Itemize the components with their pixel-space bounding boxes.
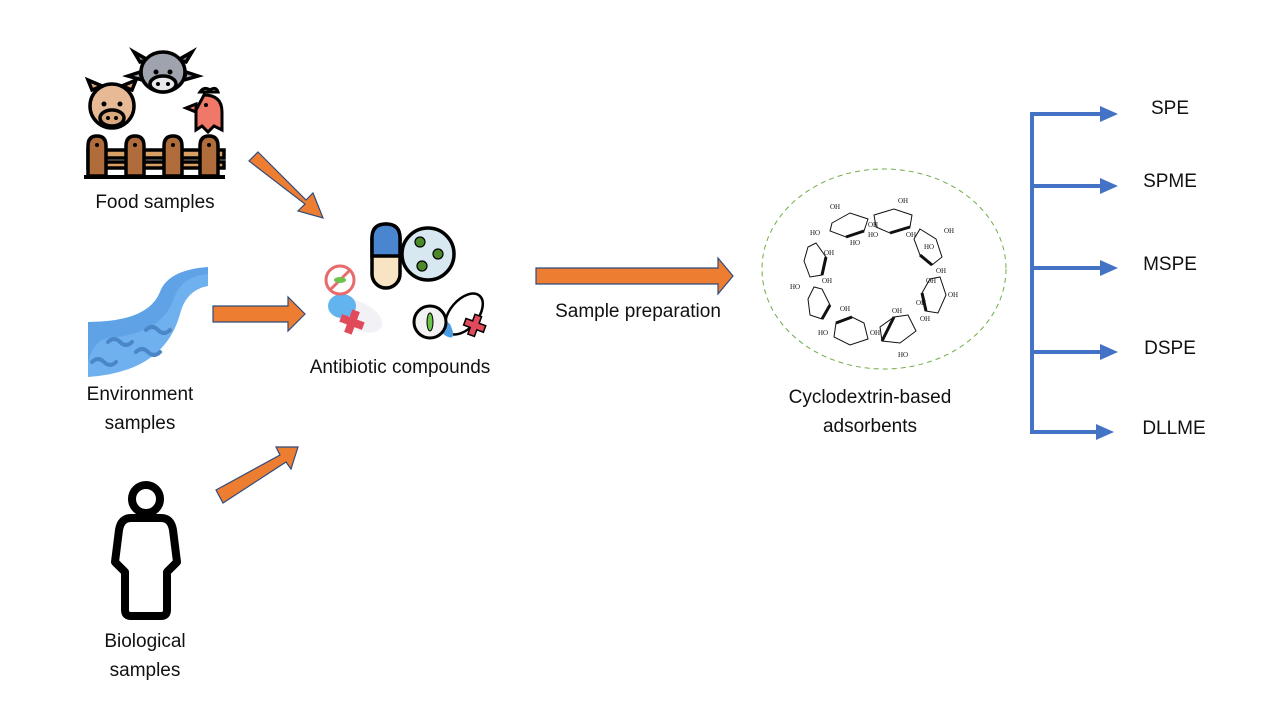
method-spe: SPE (1150, 98, 1190, 119)
person-icon (111, 481, 181, 620)
svg-text:HO: HO (810, 229, 820, 237)
river-icon (88, 267, 208, 377)
svg-text:OH: OH (840, 305, 850, 313)
svg-text:OH: OH (948, 291, 958, 299)
svg-text:HO: HO (868, 231, 878, 239)
sample-preparation-label: Sample preparation (555, 301, 721, 322)
svg-text:OH: OH (830, 203, 840, 211)
biological-samples-label: Biological samples (65, 627, 225, 685)
environment-label-line2: samples (104, 413, 176, 434)
svg-text:OH: OH (824, 249, 834, 257)
svg-text:HO: HO (790, 283, 800, 291)
cyclodextrin-label-line1: Cyclodextrin-based (788, 387, 952, 408)
svg-text:OH: OH (870, 329, 880, 337)
food-samples-label: Food samples (95, 192, 215, 213)
svg-text:OH: OH (822, 277, 832, 285)
svg-text:HO: HO (924, 243, 934, 251)
antibiotics-pills-icon (324, 222, 487, 340)
svg-text:OH: OH (916, 299, 926, 307)
method-dspe: DSPE (1144, 338, 1196, 359)
method-spme: SPME (1143, 171, 1197, 192)
svg-text:HO: HO (898, 351, 908, 359)
cyclodextrin-label-line2: adsorbents (822, 416, 917, 437)
svg-text:OH: OH (892, 307, 902, 315)
method-mspe: MSPE (1143, 254, 1197, 275)
svg-text:HO: HO (850, 239, 860, 247)
biological-label-line1: Biological (104, 631, 186, 652)
cyclodextrin-label: Cyclodextrin-based adsorbents (760, 383, 980, 441)
method-dllme: DLLME (1142, 418, 1206, 439)
svg-text:OH: OH (944, 227, 954, 235)
farm-animals-icon (84, 47, 226, 179)
svg-text:OH: OH (926, 277, 936, 285)
svg-text:OH: OH (936, 267, 946, 275)
svg-text:OH: OH (906, 231, 916, 239)
svg-text:HO: HO (818, 329, 828, 337)
antibiotic-compounds-label: Antibiotic compounds (309, 357, 491, 378)
svg-text:OH: OH (920, 315, 930, 323)
environment-samples-label: Environment samples (60, 380, 220, 438)
svg-text:OH: OH (898, 197, 908, 205)
biological-label-line2: samples (109, 660, 181, 681)
svg-text:OH: OH (868, 221, 878, 229)
environment-label-line1: Environment (86, 384, 194, 405)
